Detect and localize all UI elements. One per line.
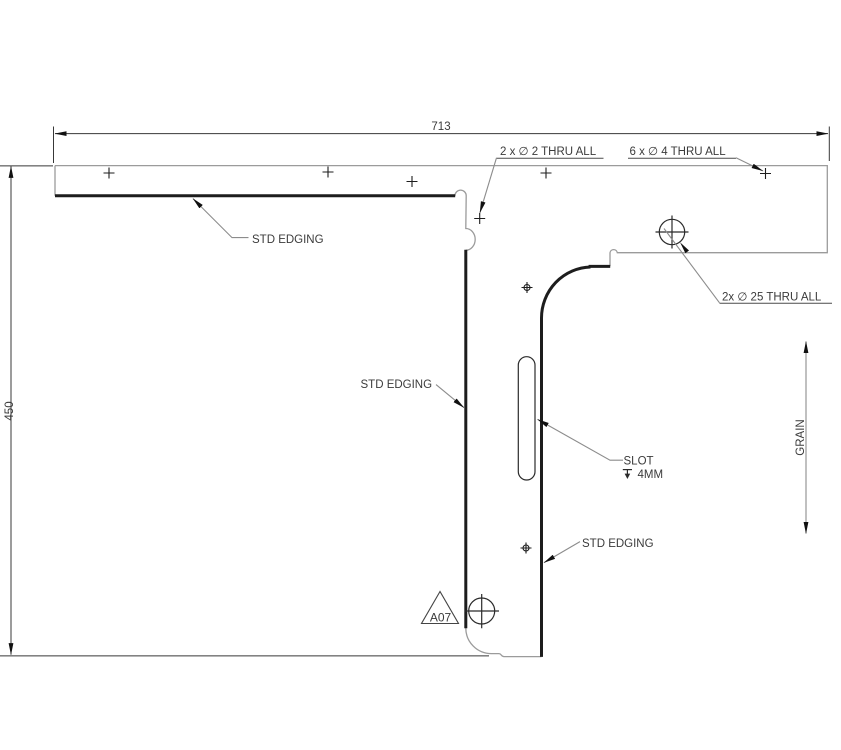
callout-edging-bottom: STD EDGING: [543, 538, 654, 564]
center-mark: [520, 542, 532, 554]
callout-holes-small: 2 x ∅ 2 THRU ALL: [479, 146, 604, 214]
callout-edging-top: STD EDGING: [192, 198, 324, 246]
leader-line: [435, 384, 465, 409]
leader-line: [663, 228, 720, 304]
edging-middle-label: STD EDGING: [361, 379, 433, 391]
part-outline: [54, 164, 828, 658]
center-mark: [406, 176, 418, 187]
center-mark: [521, 282, 533, 293]
slot-label: SLOT: [624, 455, 654, 467]
outline-bottom-corner: [465, 627, 542, 658]
datum-label: A07: [430, 611, 452, 625]
center-mark: [322, 166, 334, 178]
dim-height-label: 450: [4, 401, 16, 420]
grain-indicator: GRAIN: [795, 341, 809, 534]
machined-features: [464, 215, 689, 629]
callout-edging-middle: STD EDGING: [361, 379, 465, 409]
outline-corner-relief: [454, 189, 476, 251]
center-mark-ring: [522, 544, 530, 552]
datum-marker: A07: [420, 590, 460, 625]
depth-symbol-arrow: [624, 473, 631, 479]
center-mark: [474, 213, 486, 224]
center-mark: [540, 167, 552, 179]
center-mark: [760, 168, 771, 179]
holes-small-label: 2 x ∅ 2 THRU ALL: [500, 146, 597, 158]
center-mark: [103, 167, 115, 179]
holes-large-label: 2x ∅ 25 THRU ALL: [722, 291, 822, 303]
dimension-height: 450: [0, 165, 489, 657]
outline-top-right-section: [55, 164, 828, 267]
hole-25mm-top-crosshair: [655, 215, 689, 249]
leader-arrowhead: [680, 242, 689, 254]
callout-holes-medium: 6 x ∅ 4 THRU ALL: [628, 146, 764, 172]
slot-depth-label: 4MM: [638, 469, 664, 481]
grain-label: GRAIN: [795, 419, 807, 455]
edging-top-label: STD EDGING: [252, 234, 324, 246]
leader-line: [537, 418, 623, 461]
hole-25mm-bottom-crosshair: [464, 594, 499, 629]
leader-line: [543, 541, 581, 564]
edging-bottom-label: STD EDGING: [582, 538, 654, 550]
depth-symbol-icon: [622, 469, 632, 479]
holes-medium-label: 6 x ∅ 4 THRU ALL: [630, 146, 727, 158]
callout-holes-large: 2x ∅ 25 THRU ALL: [663, 228, 832, 304]
leader-line: [192, 198, 249, 239]
dim-width-label: 713: [431, 121, 450, 133]
leader-line: [479, 157, 498, 214]
edging-inner-fillet: [540, 265, 591, 319]
datum-triangle-icon: [420, 590, 460, 625]
callout-slot: SLOT 4MM: [537, 418, 664, 481]
leader-line: [735, 157, 764, 172]
edge-banding: [55, 194, 611, 657]
hole-center-marks: [103, 166, 771, 554]
dimension-width: 713: [53, 121, 830, 163]
center-mark-ring: [523, 283, 531, 292]
slot-outline: [517, 356, 536, 481]
